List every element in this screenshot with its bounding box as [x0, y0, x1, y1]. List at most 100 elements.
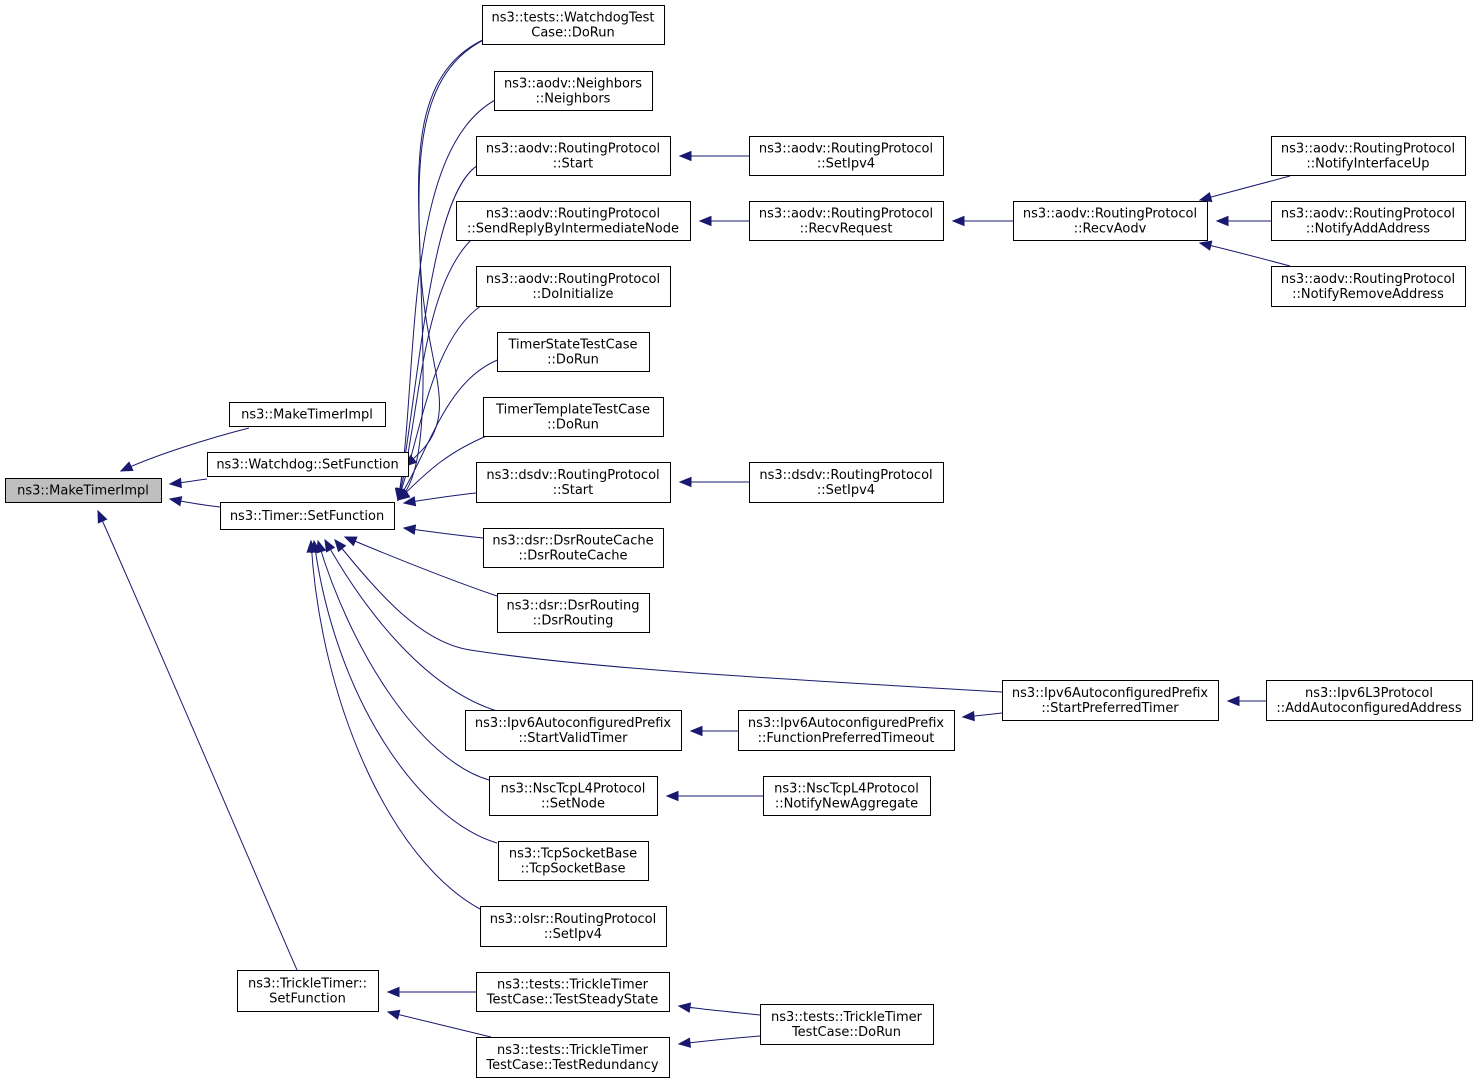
arrowhead-icon [1215, 215, 1229, 227]
node-dsdvsetipv4[interactable]: ns3::dsdv::RoutingProtocol::SetIpv4 [749, 462, 944, 503]
node-box [497, 593, 650, 633]
node-notifyremove[interactable]: ns3::aodv::RoutingProtocol::NotifyRemove… [1271, 266, 1466, 307]
node-sendreply[interactable]: ns3::aodv::RoutingProtocol::SendReplyByI… [456, 201, 691, 241]
node-olsr[interactable]: ns3::olsr::RoutingProtocol::SetIpv4 [480, 906, 667, 947]
node-recvaodv[interactable]: ns3::aodv::RoutingProtocol::RecvAodv [1013, 201, 1208, 241]
node-box [1271, 136, 1466, 176]
arrowhead-icon [961, 710, 975, 722]
node-box [763, 776, 931, 816]
node-label: ns3::aodv::RoutingProtocol [486, 207, 660, 222]
node-label: ns3::dsdv::RoutingProtocol [486, 468, 659, 483]
arrowhead-icon [678, 150, 692, 162]
node-startvalid[interactable]: ns3::Ipv6AutoconfiguredPrefix::StartVali… [465, 710, 682, 751]
node-box [476, 136, 671, 176]
node-label: ::AddAutoconfiguredAddress [1276, 701, 1461, 716]
call-edge [387, 1011, 492, 1038]
node-label: ::DoRun [547, 353, 599, 368]
node-label: Case::DoRun [531, 26, 614, 41]
node-label: ns3::Ipv6AutoconfiguredPrefix [1012, 686, 1208, 701]
node-wdsf[interactable]: ns3::Watchdog::SetFunction [207, 452, 409, 477]
node-label: TimerStateTestCase [508, 338, 638, 353]
node-box [497, 332, 650, 372]
node-label: ns3::Ipv6AutoconfiguredPrefix [748, 716, 944, 731]
node-label: ns3::MakeTimerImpl [241, 408, 373, 423]
node-box [738, 710, 955, 751]
arrowhead-icon [698, 215, 712, 227]
node-box [5, 478, 162, 503]
node-tttc[interactable]: TimerTemplateTestCase::DoRun [483, 397, 664, 437]
node-startpref[interactable]: ns3::Ipv6AutoconfiguredPrefix::StartPref… [1002, 680, 1219, 721]
node-root[interactable]: ns3::MakeTimerImpl [5, 478, 162, 503]
node-box [237, 970, 379, 1012]
node-neigh[interactable]: ns3::aodv::Neighbors::Neighbors [494, 71, 653, 111]
node-funcpref[interactable]: ns3::Ipv6AutoconfiguredPrefix::FunctionP… [738, 710, 955, 751]
node-label: TestCase::TestSteadyState [486, 993, 658, 1008]
node-box [456, 201, 691, 241]
node-tcpsb[interactable]: ns3::TcpSocketBase::TcpSocketBase [498, 841, 649, 881]
node-box [1271, 201, 1466, 241]
node-label: ::NotifyInterfaceUp [1306, 157, 1429, 172]
arrowhead-icon [678, 476, 692, 488]
node-doinit[interactable]: ns3::aodv::RoutingProtocol::DoInitialize [476, 266, 671, 307]
node-label: ::SetIpv4 [817, 157, 875, 172]
node-notifyup[interactable]: ns3::aodv::RoutingProtocol::NotifyInterf… [1271, 136, 1466, 176]
node-tsf[interactable]: ns3::Timer::SetFunction [220, 502, 395, 530]
node-label: ns3::tests::TrickleTimer [497, 978, 649, 993]
call-edge [397, 358, 501, 501]
node-label: ns3::aodv::RoutingProtocol [759, 142, 933, 157]
node-aodvsetipv4[interactable]: ns3::aodv::RoutingProtocol::SetIpv4 [749, 136, 944, 176]
node-recvreq[interactable]: ns3::aodv::RoutingProtocol::RecvRequest [749, 201, 944, 241]
node-notifyadd[interactable]: ns3::aodv::RoutingProtocol::NotifyAddAdd… [1271, 201, 1466, 241]
node-label: ns3::aodv::RoutingProtocol [486, 272, 660, 287]
arrowhead-icon [1198, 191, 1213, 203]
call-edge [1199, 175, 1291, 201]
call-edge [397, 163, 481, 501]
arrowhead-icon [1198, 240, 1213, 251]
node-label: ns3::aodv::RoutingProtocol [1023, 207, 1197, 222]
arrowhead-icon [665, 790, 679, 802]
edges [97, 33, 1291, 1048]
node-dsdvstart[interactable]: ns3::dsdv::RoutingProtocol::Start [476, 462, 671, 503]
nodes: ns3::MakeTimerImplns3::MakeTimerImplns3:… [5, 5, 1473, 1078]
node-label: ns3::dsr::DsrRouteCache [492, 534, 653, 549]
node-label: ns3::olsr::RoutingProtocol [490, 912, 657, 927]
arrowhead-icon [677, 1002, 692, 1013]
node-label: ::DsrRouting [533, 614, 614, 629]
node-label: ns3::tests::TrickleTimer [771, 1010, 923, 1025]
node-label: ns3::TcpSocketBase [509, 847, 637, 862]
node-box [1002, 680, 1219, 721]
node-label: ns3::dsr::DsrRouting [507, 599, 640, 614]
call-edge [1199, 242, 1291, 267]
node-label: ns3::MakeTimerImpl [17, 484, 149, 499]
arrowhead-icon [677, 1037, 692, 1048]
node-label: ns3::Ipv6AutoconfiguredPrefix [475, 716, 671, 731]
node-label: ::RecvAodv [1074, 222, 1147, 237]
node-aodvstart[interactable]: ns3::aodv::RoutingProtocol::Start [476, 136, 671, 176]
node-label: ns3::aodv::RoutingProtocol [486, 142, 660, 157]
node-dsrrc[interactable]: ns3::dsr::DsrRouteCache::DsrRouteCache [483, 528, 664, 568]
node-label: ns3::aodv::RoutingProtocol [1281, 207, 1455, 222]
node-nscsetnode[interactable]: ns3::NscTcpL4Protocol::SetNode [489, 776, 658, 816]
node-label: ::NotifyNewAggregate [775, 797, 918, 812]
node-nscnotify[interactable]: ns3::NscTcpL4Protocol::NotifyNewAggregat… [763, 776, 931, 816]
node-redund[interactable]: ns3::tests::TrickleTimerTestCase::TestRe… [476, 1037, 670, 1078]
arrowhead-icon [97, 509, 108, 524]
node-label: ::StartPreferredTimer [1041, 701, 1179, 716]
node-box [749, 136, 944, 176]
node-ttsf[interactable]: ns3::TrickleTimer::SetFunction [237, 970, 379, 1012]
node-label: ::NotifyAddAddress [1306, 222, 1430, 237]
node-tstc[interactable]: TimerStateTestCase::DoRun [497, 332, 650, 372]
node-mti2[interactable]: ns3::MakeTimerImpl [229, 402, 386, 427]
node-steady[interactable]: ns3::tests::TrickleTimerTestCase::TestSt… [476, 972, 670, 1012]
node-dsrr[interactable]: ns3::dsr::DsrRouting::DsrRouting [497, 593, 650, 633]
call-edge [397, 33, 498, 501]
node-label: ::Neighbors [536, 92, 611, 107]
node-box [498, 841, 649, 881]
node-label: ns3::Ipv6L3Protocol [1305, 686, 1433, 701]
arrowhead-icon [402, 524, 417, 535]
arrowhead-icon [386, 1009, 401, 1020]
node-addautoconf[interactable]: ns3::Ipv6L3Protocol::AddAutoconfiguredAd… [1266, 680, 1473, 721]
